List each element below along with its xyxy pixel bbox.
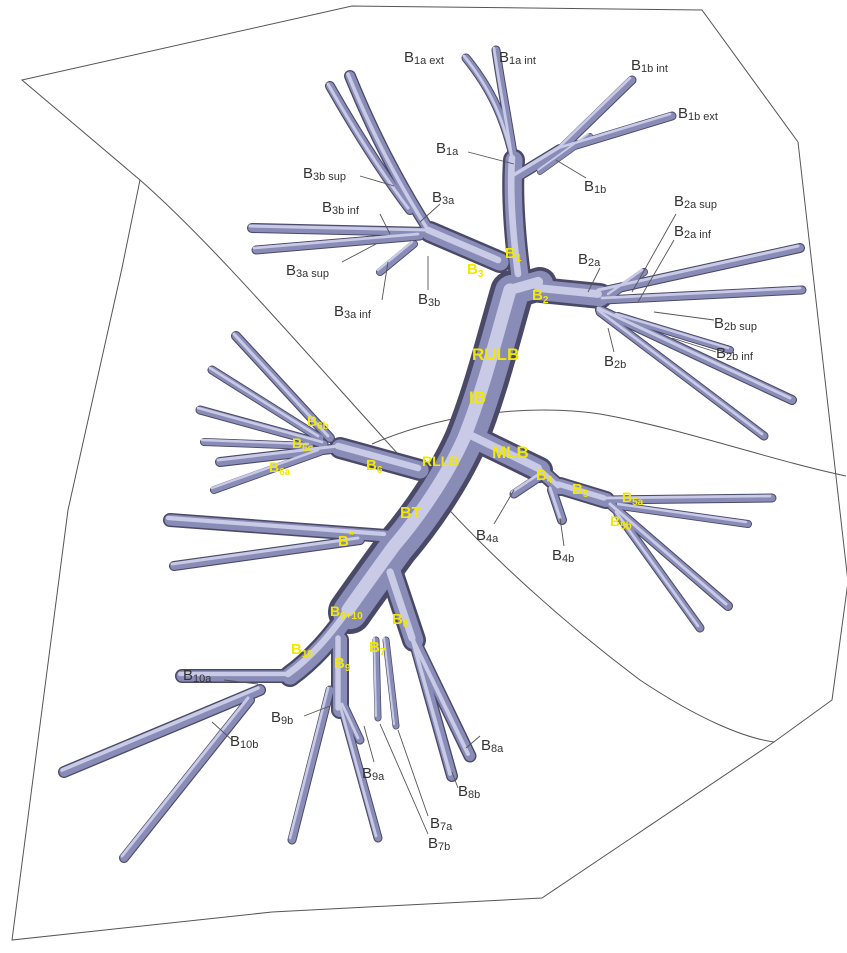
tube-b9a	[340, 700, 378, 838]
label-b8b: B8b	[458, 783, 480, 801]
label-b3b-sup: B3b sup	[303, 165, 346, 183]
label-b2b: B2b	[604, 353, 626, 371]
label-b7a: B7a	[430, 815, 453, 833]
label-b4b: B4b	[552, 547, 574, 565]
tube-b9b-highlight	[290, 688, 328, 838]
label-b7b: B7b	[428, 835, 450, 853]
tube-b3a-inf	[380, 244, 414, 272]
leader-b2b	[608, 328, 614, 352]
label-b10b: B10b	[230, 733, 258, 751]
tube-b3a-inf-highlight	[378, 242, 412, 270]
label-rllb: RLLB	[422, 453, 459, 469]
label-b8a: B8a	[481, 737, 504, 755]
label-b9b: B9b	[271, 709, 293, 727]
label-mlb: MLB	[492, 443, 529, 462]
label-b5: B5	[572, 481, 589, 500]
label-b3b-inf: B3b inf	[322, 199, 360, 217]
leader-b7b	[380, 724, 428, 834]
label-b3a: B3a	[432, 189, 455, 207]
tube-b9b	[292, 690, 330, 840]
leader-b9a	[364, 726, 374, 762]
label-b3a-sup: B3a sup	[286, 262, 329, 280]
label-b3a-inf: B3a inf	[334, 303, 372, 321]
leader-b4a	[494, 490, 514, 524]
label-ib: IB	[469, 388, 486, 407]
leader-b2b-sup	[654, 312, 714, 320]
tube-b-star-2-highlight	[172, 538, 358, 564]
primary-labels: B1 B2 B3 RULB IB MLB RLLB B4 B5 B5a B5b …	[269, 245, 644, 674]
tube-b-star-2	[174, 540, 360, 566]
label-rulb: RULB	[472, 345, 519, 364]
label-b2b-inf: B2b inf	[716, 345, 754, 363]
tube-b5a-2	[620, 506, 748, 524]
label-b2b-sup: B2b sup	[714, 315, 757, 333]
tube-b3a-2	[330, 86, 410, 210]
label-b1a: B1a	[436, 140, 459, 158]
label-b1b: B1b	[584, 178, 606, 196]
label-b2a-inf: B2a inf	[674, 223, 712, 241]
label-b9a: B9a	[362, 765, 385, 783]
tube-b2a-2	[604, 290, 802, 300]
label-bt: BT	[400, 505, 422, 522]
leader-b1b	[556, 160, 586, 178]
leader-b7a	[398, 730, 428, 816]
label-b2a-sup: B2a sup	[674, 193, 717, 211]
label-b3b: B3b	[418, 291, 440, 309]
label-b4a: B4a	[476, 527, 499, 545]
label-b1b-int: B1b int	[631, 57, 668, 75]
label-b1a-int: B1a int	[499, 49, 536, 67]
tube-b2a-1-highlight	[598, 246, 798, 290]
tube-b3a	[350, 76, 430, 232]
label-b1a-ext: B1a ext	[404, 49, 444, 67]
tube-b3b-2	[256, 236, 420, 250]
label-b1b-ext: B1b ext	[678, 105, 718, 123]
label-b2a: B2a	[578, 251, 601, 269]
